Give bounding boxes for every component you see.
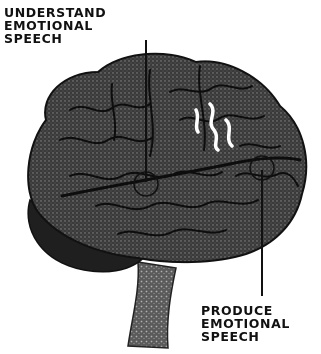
produce-emotional-speech-label: PRODUCE EMOTIONAL SPEECH (201, 304, 290, 343)
brainstem (128, 262, 176, 348)
label-line: SPEECH (201, 330, 290, 343)
label-line: SPEECH (4, 32, 106, 45)
understand-emotional-speech-label: UNDERSTAND EMOTIONAL SPEECH (4, 6, 106, 45)
